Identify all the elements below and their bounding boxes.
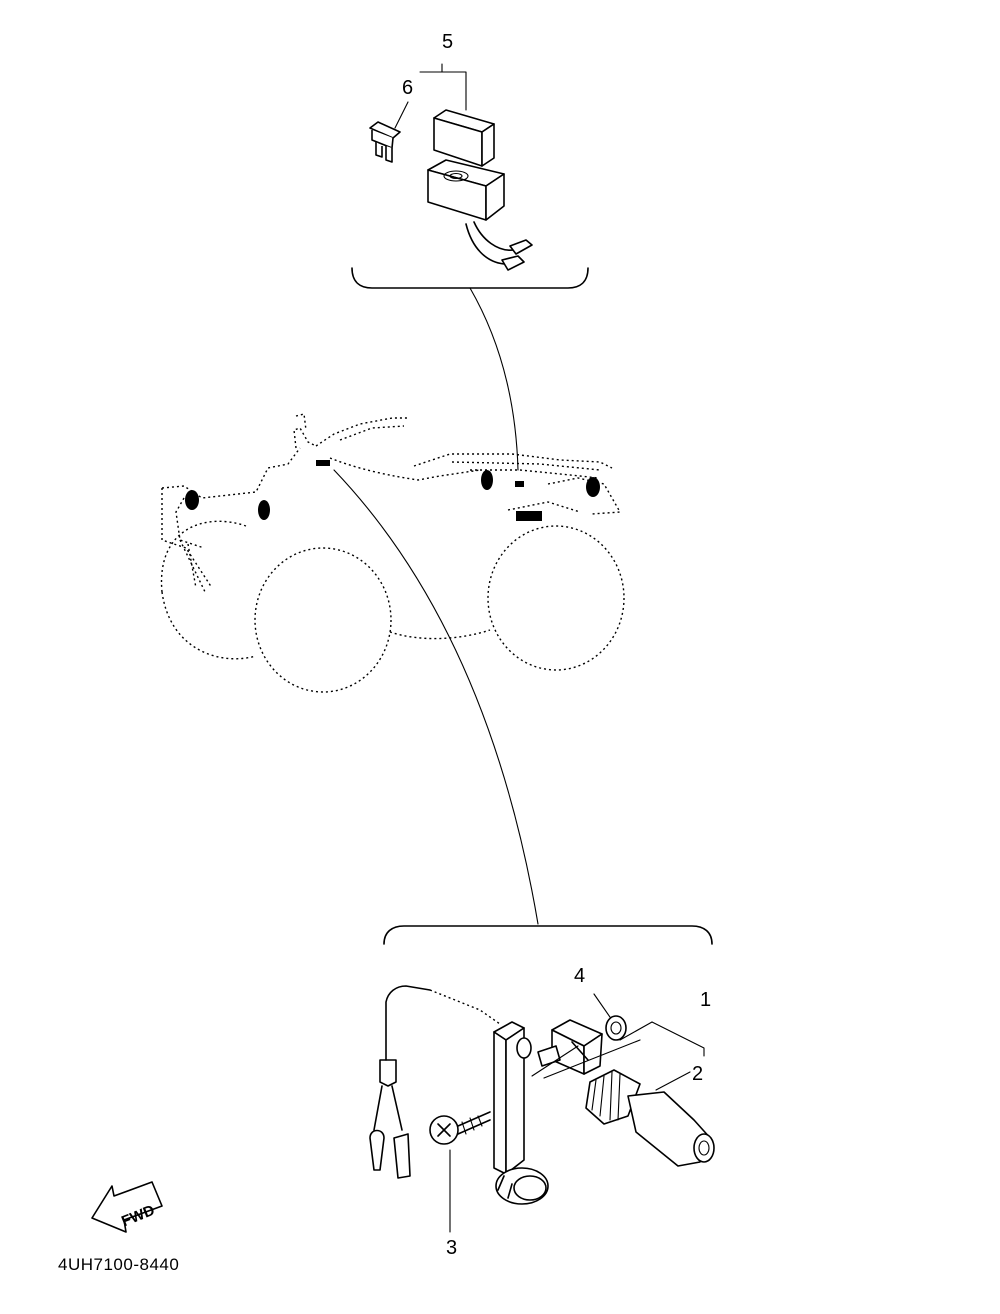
screw-part[interactable] <box>429 1111 491 1145</box>
nut-part[interactable] <box>605 1015 627 1041</box>
switch-location-leader <box>333 469 539 925</box>
relay-location-leader <box>469 287 519 471</box>
callout-5[interactable]: 5 <box>442 31 453 53</box>
callout-6[interactable]: 6 <box>402 77 413 99</box>
callout-6-leader <box>394 101 409 129</box>
callout-3[interactable]: 3 <box>446 1237 457 1259</box>
relay-group-brace <box>351 267 589 289</box>
relay-assembly-group: 5 6 <box>351 31 589 471</box>
callout-4[interactable]: 4 <box>574 965 585 987</box>
wire-harness-part[interactable] <box>369 985 501 1179</box>
callout-1[interactable]: 1 <box>700 989 711 1011</box>
callout-1-bracket <box>651 1021 705 1057</box>
switch-group-brace <box>383 925 713 945</box>
switch-knob-part[interactable] <box>585 1069 715 1167</box>
callout-2[interactable]: 2 <box>692 1063 703 1085</box>
forward-direction-arrow: FWD <box>91 1181 163 1233</box>
relay-part[interactable] <box>427 109 533 271</box>
callout-5-leader <box>419 71 467 111</box>
callout-2-leader <box>655 1071 691 1091</box>
switch-assembly-group: 4 1 2 3 <box>333 469 715 1259</box>
switch-bracket-part[interactable] <box>493 1021 549 1205</box>
atv-outline <box>160 413 625 693</box>
fuse-part[interactable] <box>369 121 401 163</box>
callout-4-leader <box>593 993 613 1021</box>
diagram-part-code: 4UH7100-8440 <box>58 1255 179 1274</box>
